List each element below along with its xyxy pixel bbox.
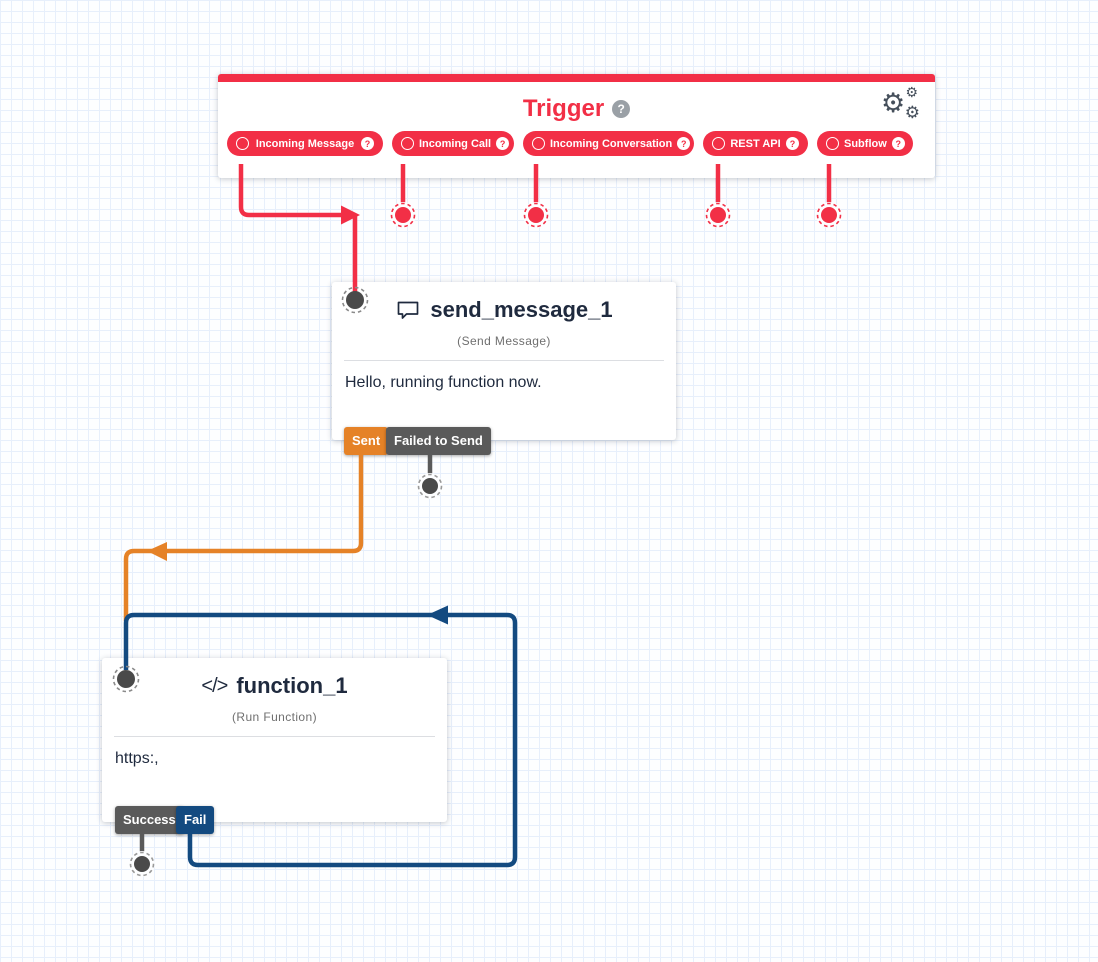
help-icon[interactable]: ? — [786, 137, 799, 150]
socket-success[interactable] — [129, 851, 155, 877]
connection-ring-icon[interactable] — [712, 137, 725, 150]
pill-incoming-conversation[interactable]: Incoming Conversation ? — [523, 131, 694, 156]
pill-incoming-call[interactable]: Incoming Call ? — [392, 131, 514, 156]
connector-sent-arrowhead — [147, 542, 167, 561]
pill-subflow[interactable]: Subflow ? — [817, 131, 913, 156]
socket-failed-to-send[interactable] — [417, 473, 443, 499]
transition-failed-to-send-button[interactable]: Failed to Send — [386, 427, 491, 455]
connection-ring-icon[interactable] — [401, 137, 414, 150]
input-socket-function-1[interactable] — [112, 665, 140, 693]
trigger-accent-bar — [218, 74, 935, 82]
connector-incoming-message-arrowhead — [341, 205, 360, 225]
transition-success-button[interactable]: Success — [115, 806, 184, 834]
connector-fail[interactable] — [123, 612, 518, 868]
run-function-icon: </> — [201, 674, 228, 697]
connector-incoming-message[interactable] — [238, 164, 341, 218]
socket-incoming-conversation[interactable] — [523, 202, 549, 228]
help-icon[interactable]: ? — [891, 137, 905, 150]
widget-type-label: (Run Function) — [232, 710, 317, 724]
socket-rest-api[interactable] — [705, 202, 731, 228]
divider — [344, 360, 664, 361]
settings-gears-icon[interactable]: ⚙ ⚙ ⚙ — [881, 84, 920, 122]
help-icon[interactable]: ? — [361, 137, 374, 150]
socket-subflow[interactable] — [816, 202, 842, 228]
widget-body-text: Hello, running function now. — [345, 374, 542, 391]
widget-title: function_1 — [236, 673, 348, 698]
connector-fail-arrowhead — [427, 605, 448, 625]
pill-rest-api[interactable]: REST API ? — [703, 131, 808, 156]
widget-send-message-1[interactable]: send_message_1 (Send Message) Hello, run… — [332, 282, 676, 455]
input-socket-send-message-1[interactable] — [341, 286, 369, 314]
widget-title: send_message_1 — [430, 297, 613, 322]
trigger-title: Trigger — [522, 95, 605, 122]
transition-sent-button[interactable]: Sent — [344, 427, 389, 455]
connection-ring-icon[interactable] — [826, 137, 839, 150]
trigger-widget[interactable]: Trigger ? ⚙ ⚙ ⚙ Incoming Message ? Incom… — [218, 74, 935, 178]
socket-incoming-call[interactable] — [390, 202, 416, 228]
connection-ring-icon[interactable] — [532, 137, 545, 150]
help-icon[interactable]: ? — [677, 137, 691, 150]
widget-type-label: (Send Message) — [457, 334, 551, 348]
trigger-pills-row: Incoming Message ? Incoming Call ? Incom… — [227, 131, 913, 156]
help-icon[interactable]: ? — [496, 137, 510, 150]
divider — [114, 736, 435, 737]
transition-fail-button[interactable]: Fail — [176, 806, 215, 834]
connector-sent[interactable] — [123, 455, 364, 621]
widget-function-1[interactable]: </> function_1 (Run Function) https:, Su… — [102, 658, 447, 834]
widget-body-text: https:, — [115, 750, 159, 767]
send-message-icon — [395, 298, 421, 322]
trigger-help-icon[interactable]: ? — [612, 100, 631, 118]
pill-incoming-message[interactable]: Incoming Message ? — [227, 131, 383, 156]
connection-ring-icon[interactable] — [236, 137, 249, 150]
